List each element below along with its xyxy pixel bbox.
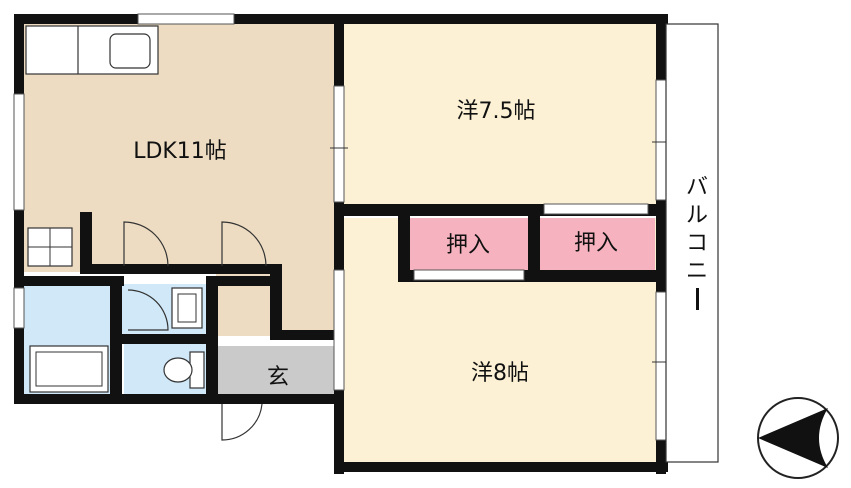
balcony-label: バ ル コ ニ bbox=[686, 175, 708, 310]
western-room-1-floor bbox=[341, 22, 658, 208]
fridge-space bbox=[27, 227, 73, 267]
closet-1-floor bbox=[408, 218, 532, 276]
doors bbox=[123, 221, 267, 441]
closet-2-label: 押入 bbox=[574, 231, 618, 256]
balcony-char: ニ bbox=[686, 259, 708, 284]
bathtub bbox=[29, 345, 109, 393]
windows bbox=[13, 13, 667, 441]
balcony-outline bbox=[665, 23, 719, 463]
balcony-char: バ bbox=[686, 175, 708, 200]
closet-1-label: 押入 bbox=[446, 233, 490, 258]
kitchen-counter bbox=[25, 25, 159, 75]
western-room-1-label: 洋7.5帖 bbox=[457, 99, 536, 124]
closet-2-floor bbox=[540, 218, 655, 270]
western-room-2-label: 洋8帖 bbox=[471, 361, 529, 386]
washbasin bbox=[171, 287, 203, 329]
compass-icon bbox=[757, 397, 839, 479]
balcony-long-vowel bbox=[696, 288, 699, 310]
entrance-floor bbox=[216, 346, 336, 394]
balcony-char: ル bbox=[686, 203, 708, 228]
toilet bbox=[163, 351, 205, 389]
entrance-label: 玄 bbox=[267, 365, 289, 390]
ldk-label: LDK11帖 bbox=[133, 139, 227, 164]
balcony-char: コ bbox=[686, 231, 708, 256]
